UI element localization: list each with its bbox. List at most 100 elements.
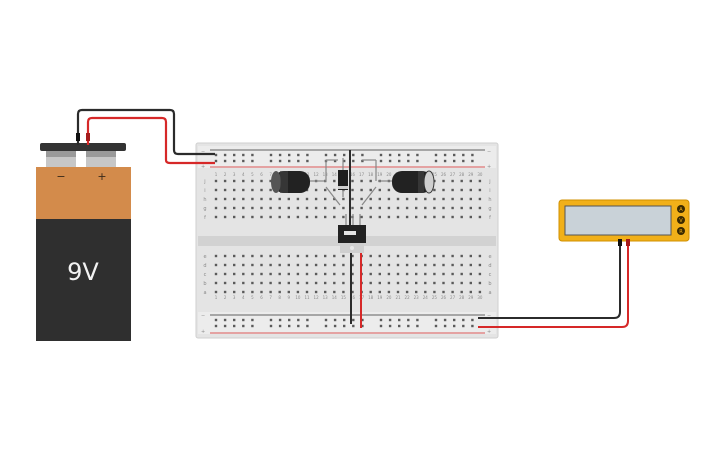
breadboard-hole[interactable] — [242, 153, 245, 157]
breadboard-hole[interactable] — [260, 188, 263, 192]
breadboard-hole[interactable] — [360, 179, 363, 183]
breadboard-hole[interactable] — [424, 197, 427, 201]
breadboard-hole[interactable] — [251, 281, 254, 285]
breadboard-hole[interactable] — [251, 318, 254, 322]
breadboard-hole[interactable] — [360, 197, 363, 201]
breadboard-hole[interactable] — [269, 281, 272, 285]
breadboard-hole[interactable] — [233, 281, 236, 285]
breadboard-hole[interactable] — [451, 197, 454, 201]
breadboard-hole[interactable] — [296, 215, 300, 219]
breadboard-hole[interactable] — [242, 179, 245, 183]
breadboard-hole[interactable] — [460, 188, 463, 192]
breadboard-hole[interactable] — [343, 159, 346, 163]
breadboard-hole[interactable] — [278, 153, 282, 157]
breadboard-hole[interactable] — [214, 263, 218, 267]
breadboard-hole[interactable] — [269, 290, 272, 294]
breadboard-hole[interactable] — [324, 197, 327, 201]
breadboard-hole[interactable] — [361, 318, 364, 322]
breadboard-hole[interactable] — [314, 263, 318, 267]
multimeter-wire-black[interactable] — [478, 246, 621, 319]
breadboard-hole[interactable] — [242, 281, 245, 285]
breadboard-hole[interactable] — [378, 272, 381, 276]
breadboard-hole[interactable] — [242, 272, 245, 276]
breadboard-hole[interactable] — [278, 254, 281, 258]
breadboard-hole[interactable] — [342, 197, 345, 201]
breadboard-hole[interactable] — [453, 153, 456, 157]
breadboard-hole[interactable] — [296, 281, 300, 285]
breadboard-hole[interactable] — [288, 159, 291, 163]
breadboard-hole[interactable] — [351, 272, 354, 276]
breadboard-hole[interactable] — [242, 254, 245, 258]
breadboard-hole[interactable] — [416, 324, 419, 328]
breadboard-hole[interactable] — [260, 290, 263, 294]
bottom-power-rail[interactable] — [198, 312, 496, 334]
breadboard-hole[interactable] — [396, 281, 400, 285]
breadboard-hole[interactable] — [361, 159, 364, 163]
breadboard-hole[interactable] — [478, 290, 482, 294]
breadboard-hole[interactable] — [378, 290, 381, 294]
breadboard-hole[interactable] — [451, 263, 454, 267]
breadboard-hole[interactable] — [342, 281, 345, 285]
breadboard-hole[interactable] — [242, 215, 245, 219]
breadboard-hole[interactable] — [424, 263, 427, 267]
breadboard-hole[interactable] — [214, 324, 218, 328]
breadboard-hole[interactable] — [242, 188, 245, 192]
breadboard-hole[interactable] — [260, 215, 263, 219]
breadboard-hole[interactable] — [260, 254, 263, 258]
breadboard-hole[interactable] — [416, 318, 419, 322]
breadboard-hole[interactable] — [223, 188, 227, 192]
breadboard-hole[interactable] — [415, 254, 418, 258]
breadboard-hole[interactable] — [260, 263, 263, 267]
breadboard-hole[interactable] — [351, 263, 354, 267]
breadboard-hole[interactable] — [278, 290, 281, 294]
breadboard-hole[interactable] — [451, 281, 454, 285]
breadboard-hole[interactable] — [416, 159, 419, 163]
breadboard-hole[interactable] — [405, 254, 409, 258]
breadboard-hole[interactable] — [324, 324, 328, 328]
breadboard-hole[interactable] — [378, 197, 381, 201]
breadboard-hole[interactable] — [269, 215, 272, 219]
breadboard-hole[interactable] — [451, 254, 454, 258]
breadboard-hole[interactable] — [469, 254, 472, 258]
breadboard-hole[interactable] — [214, 215, 218, 219]
breadboard-hole[interactable] — [296, 206, 300, 210]
breadboard-hole[interactable] — [352, 318, 355, 322]
multimeter-wire-red[interactable] — [478, 246, 629, 328]
breadboard-hole[interactable] — [478, 179, 482, 183]
breadboard-hole[interactable] — [296, 272, 300, 276]
breadboard-hole[interactable] — [278, 318, 282, 322]
breadboard-hole[interactable] — [214, 188, 218, 192]
breadboard-hole[interactable] — [453, 318, 456, 322]
breadboard-hole[interactable] — [369, 272, 372, 276]
breadboard-hole[interactable] — [251, 159, 254, 163]
breadboard-hole[interactable] — [378, 281, 381, 285]
breadboard-hole[interactable] — [369, 254, 372, 258]
breadboard-hole[interactable] — [297, 153, 300, 157]
breadboard-hole[interactable] — [469, 281, 472, 285]
breadboard-hole[interactable] — [233, 324, 236, 328]
breadboard-hole[interactable] — [214, 159, 218, 163]
breadboard-hole[interactable] — [462, 318, 465, 322]
breadboard-hole[interactable] — [214, 254, 218, 258]
breadboard-hole[interactable] — [351, 281, 354, 285]
breadboard-hole[interactable] — [478, 188, 482, 192]
breadboard-hole[interactable] — [443, 324, 447, 328]
breadboard-hole[interactable] — [233, 318, 236, 322]
breadboard-hole[interactable] — [471, 153, 474, 157]
multimeter-mode-a[interactable] — [677, 205, 685, 213]
breadboard-hole[interactable] — [342, 215, 345, 219]
breadboard-hole[interactable] — [233, 254, 236, 258]
breadboard-hole[interactable] — [278, 281, 281, 285]
breadboard-hole[interactable] — [451, 179, 454, 183]
breadboard-hole[interactable] — [388, 159, 392, 163]
breadboard-hole[interactable] — [379, 318, 383, 322]
breadboard-hole[interactable] — [333, 215, 336, 219]
breadboard-hole[interactable] — [314, 215, 318, 219]
breadboard-hole[interactable] — [233, 188, 236, 192]
breadboard-hole[interactable] — [442, 281, 445, 285]
breadboard-hole[interactable] — [415, 281, 418, 285]
breadboard-hole[interactable] — [352, 324, 355, 328]
breadboard-hole[interactable] — [361, 324, 364, 328]
breadboard-hole[interactable] — [396, 197, 400, 201]
breadboard-hole[interactable] — [369, 206, 372, 210]
